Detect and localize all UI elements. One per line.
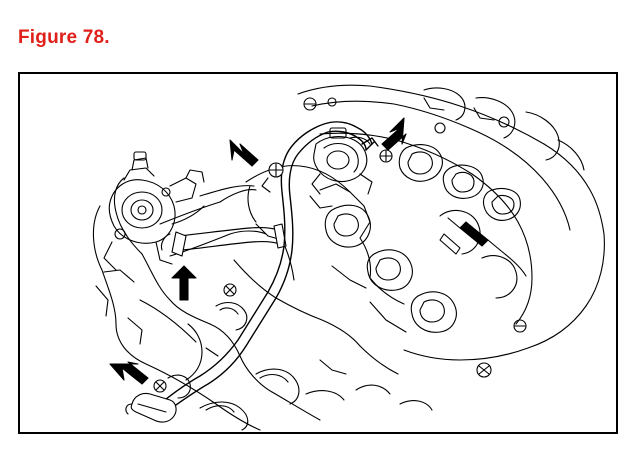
engine-block-outline — [92, 177, 321, 431]
engine-illustration — [92, 84, 605, 431]
metal-pipe — [159, 121, 379, 413]
intake-ports — [398, 87, 585, 221]
arrow-callout-upper-left — [229, 139, 259, 167]
throttle-body — [103, 151, 205, 271]
intake-plenum — [199, 165, 405, 375]
hose — [160, 223, 287, 257]
union-fitting — [125, 374, 191, 423]
figure-frame — [18, 72, 618, 434]
arrow-callout-upper-right — [381, 117, 407, 151]
arrow-callout-hose-clamp — [171, 265, 197, 301]
egr-valve — [309, 127, 373, 209]
lower-engine-details — [95, 283, 433, 431]
cylinder-head — [297, 84, 605, 361]
arrow-callout-lower-left — [109, 361, 149, 385]
mounting-bolts — [303, 97, 527, 378]
pipe-bolt-upper — [261, 162, 284, 193]
figure-title: Figure 78. — [18, 27, 110, 48]
fuel-injector — [439, 217, 527, 277]
intake-runners — [319, 183, 518, 333]
